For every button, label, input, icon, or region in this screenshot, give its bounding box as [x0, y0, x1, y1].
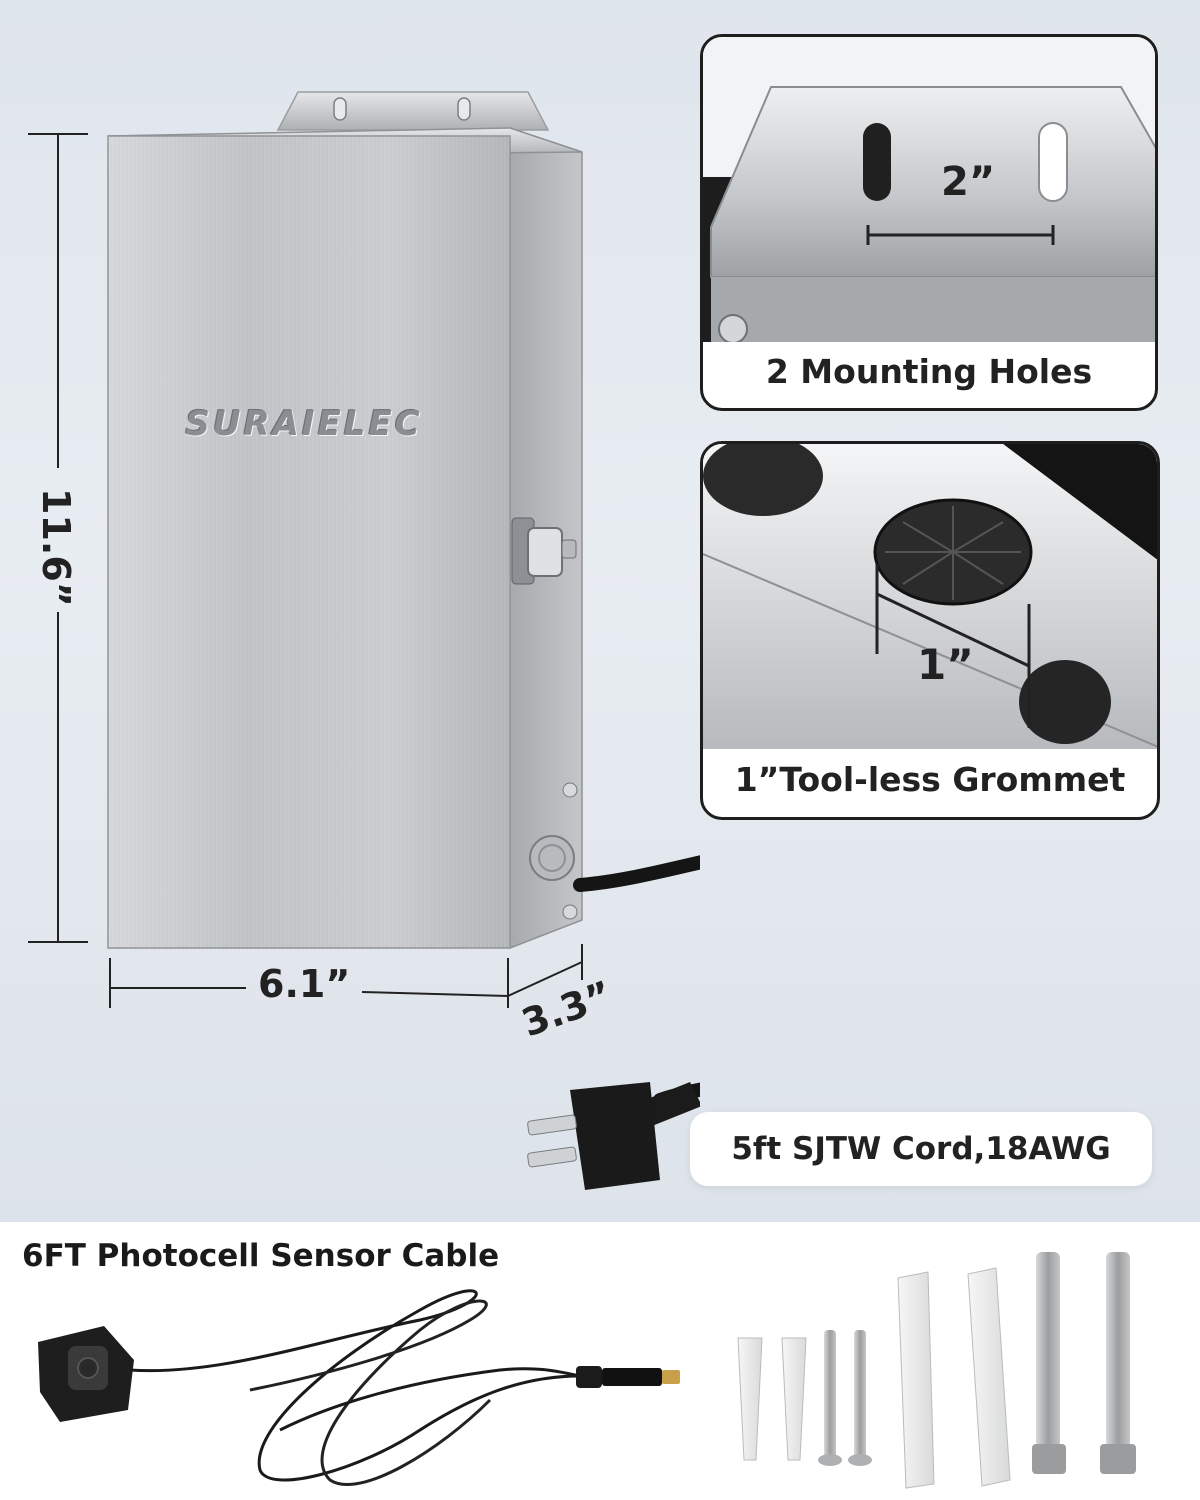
- photocell-sensor-cable-illustration: [38, 1289, 680, 1486]
- mounting-holes-caption: 2 Mounting Holes: [765, 352, 1093, 391]
- mounting-hole-spacing-label: 2”: [941, 159, 996, 205]
- grommet-size-label: 1”: [917, 640, 974, 689]
- photocell-sensor-title: 6FT Photocell Sensor Cable: [22, 1238, 500, 1274]
- transformer-box-illustration: [28, 91, 700, 1190]
- width-dimension-label: 6.1”: [258, 962, 351, 1006]
- grommet-caption: 1”Tool-less Grommet: [734, 760, 1126, 799]
- brand-logo: SURAIELEC: [185, 404, 423, 444]
- cord-spec-tag: 5ft SJTW Cord,18AWG: [690, 1112, 1152, 1186]
- mounting-hardware-illustration: [737, 1252, 1136, 1489]
- grommet-callout: 1” 1”Tool-less Grommet: [700, 441, 1160, 820]
- mounting-holes-callout: 2” 2 Mounting Holes: [700, 34, 1158, 411]
- height-dimension-label: 11.6”: [34, 488, 78, 607]
- mounting-bracket-closeup: [703, 37, 1155, 342]
- grommet-closeup: [703, 444, 1157, 749]
